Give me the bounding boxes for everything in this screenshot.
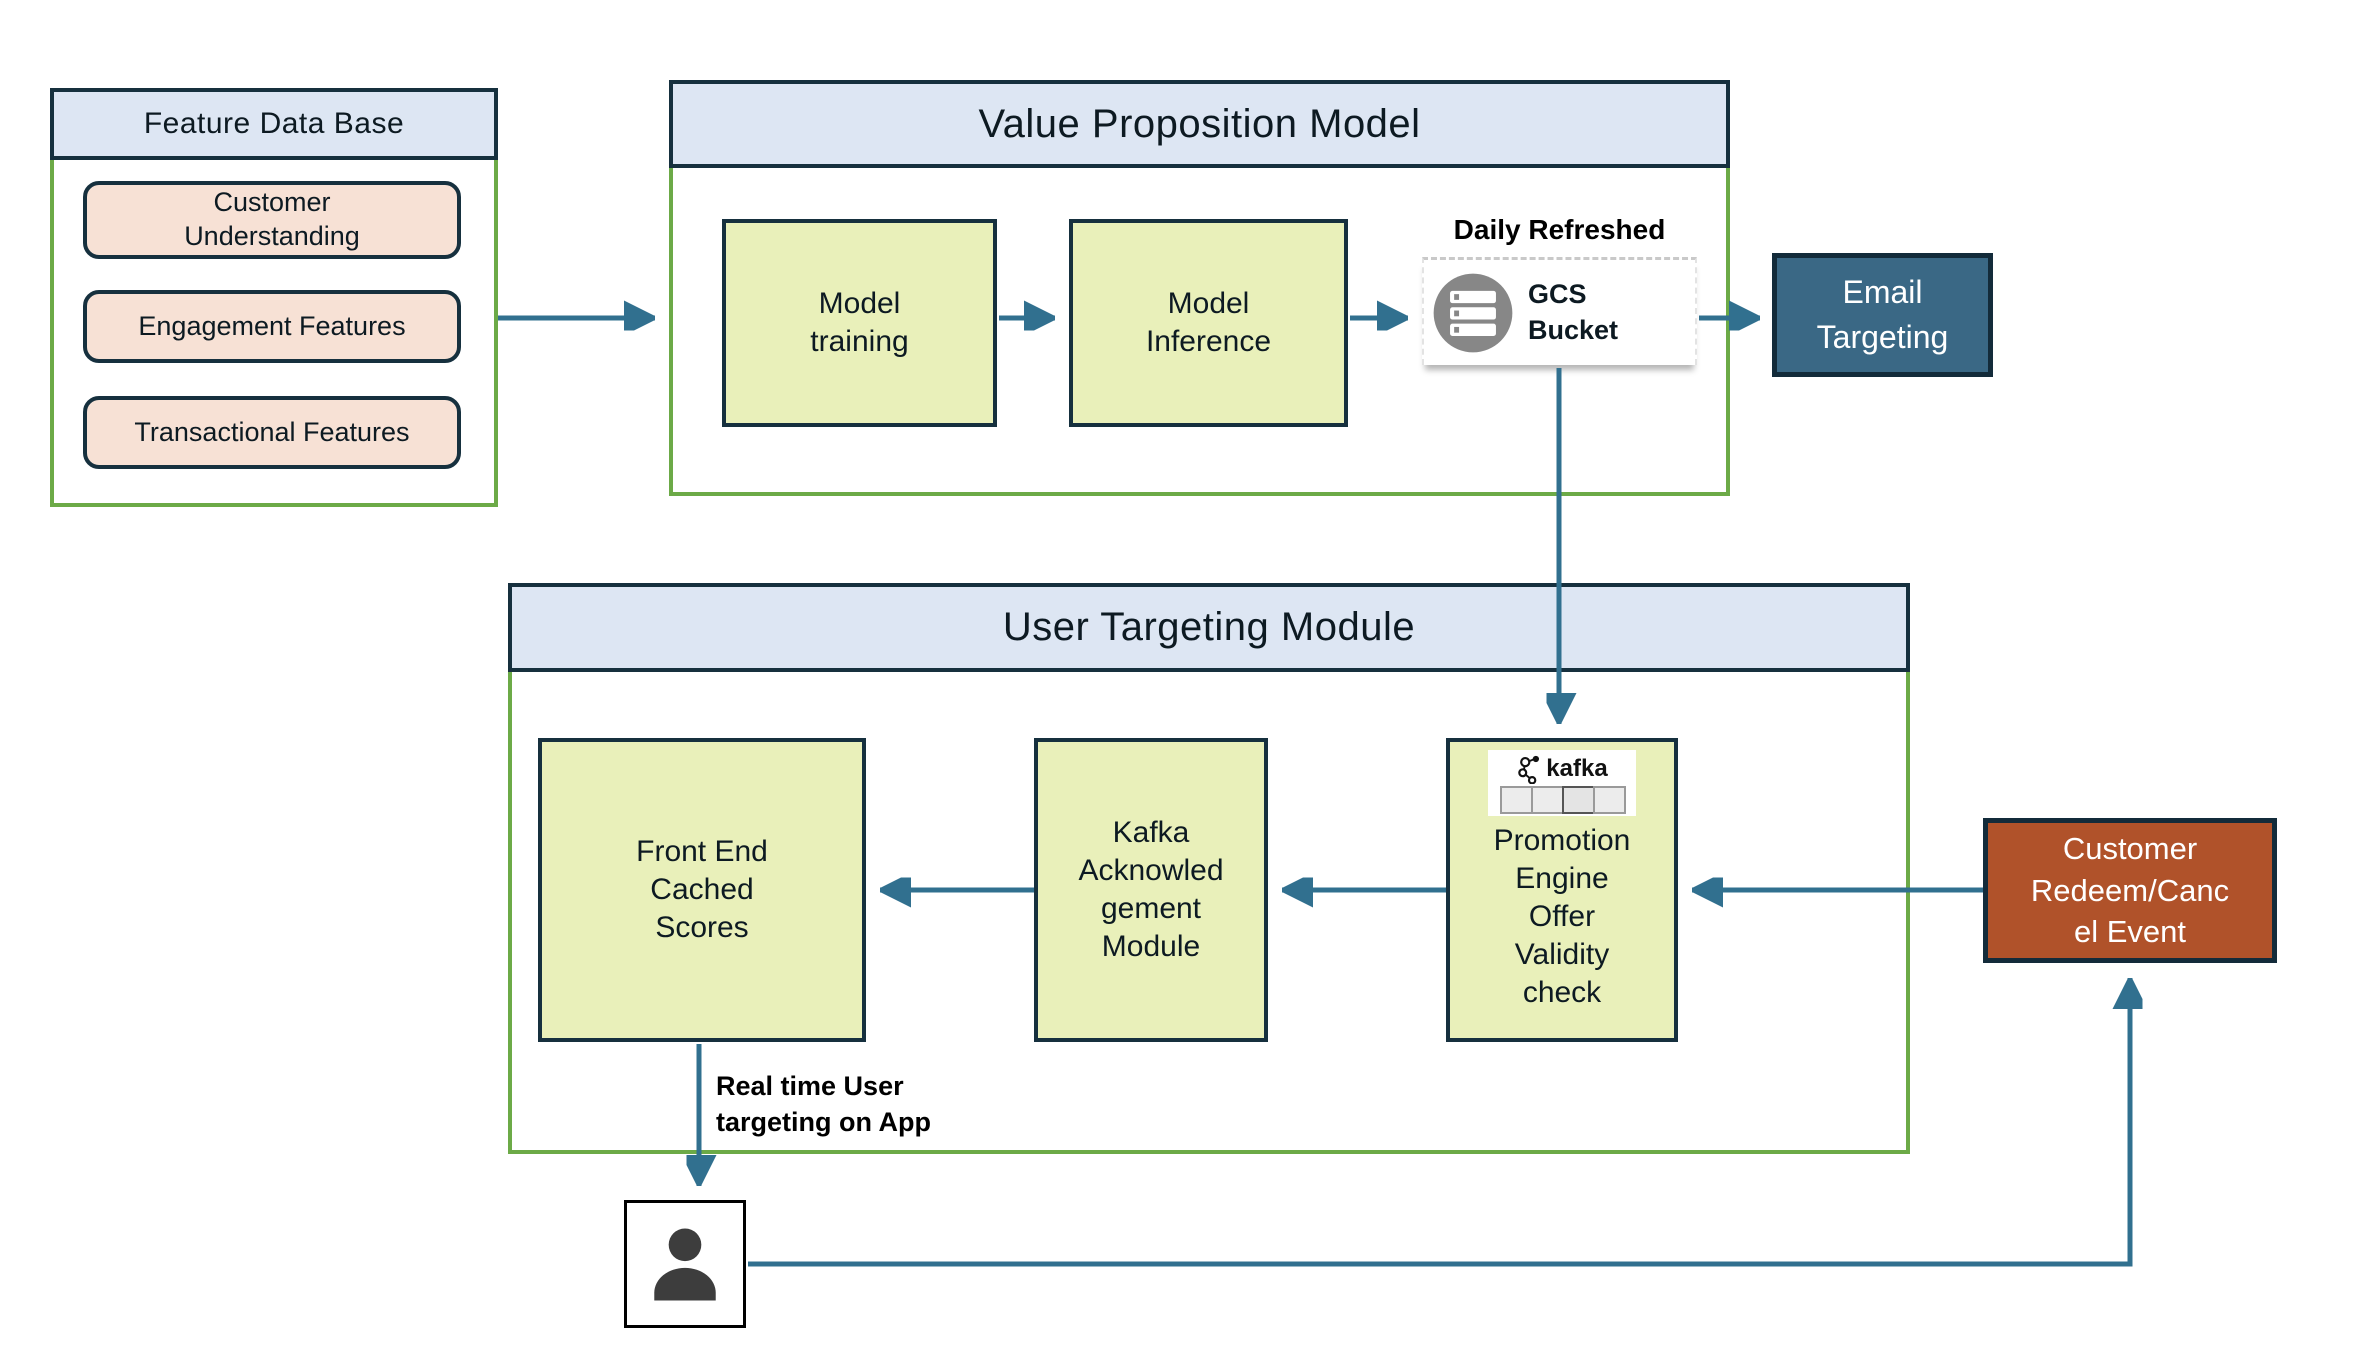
gcs-bucket-label: GCS Bucket bbox=[1528, 279, 1619, 345]
feature-item-transactional-features: Transactional Features bbox=[83, 396, 461, 469]
user-targeting-title: User Targeting Module bbox=[1002, 605, 1416, 649]
feature-db-title: Feature Data Base bbox=[143, 107, 405, 140]
server-stack-icon bbox=[1432, 272, 1514, 354]
feature-db-header: Feature Data Base bbox=[50, 88, 498, 160]
kafka-logo-icon bbox=[1516, 754, 1542, 784]
model-inference-label: Model bbox=[1167, 286, 1250, 320]
feature-item-label: Engagement Features bbox=[138, 310, 406, 341]
front-end-label: Scores bbox=[655, 911, 749, 945]
gcs-bucket-widget: GCS Bucket bbox=[1422, 257, 1697, 365]
model-training-label: training bbox=[810, 325, 909, 358]
promotion-label: check bbox=[1522, 976, 1602, 1010]
app-user-box bbox=[624, 1200, 746, 1328]
kafka-logo-badge: kafka bbox=[1488, 750, 1636, 816]
model-training-label: Model bbox=[818, 286, 901, 320]
kafka-ack-label: gement bbox=[1100, 892, 1202, 925]
model-inference-box: Model Inference bbox=[1069, 219, 1348, 427]
email-targeting-label: Email bbox=[1842, 274, 1923, 311]
promotion-engine-box: kafka Promotion Engine Offer Validity ch… bbox=[1446, 738, 1678, 1042]
promotion-label: Engine bbox=[1515, 862, 1609, 896]
promotion-label: Promotion bbox=[1493, 824, 1631, 857]
realtime-targeting-label: Real time User targeting on App bbox=[716, 1071, 931, 1138]
promotion-label: Validity bbox=[1514, 938, 1610, 972]
feature-item-engagement-features: Engagement Features bbox=[83, 290, 461, 363]
value-proposition-header: Value Proposition Model bbox=[669, 80, 1730, 168]
daily-refreshed-label: Daily Refreshed bbox=[1453, 214, 1666, 245]
customer-event-label: Customer bbox=[2062, 830, 2198, 866]
kafka-logo-word: kafka bbox=[1546, 755, 1608, 782]
user-targeting-header: User Targeting Module bbox=[508, 583, 1910, 672]
kafka-ack-label: Kafka bbox=[1112, 815, 1190, 849]
email-targeting-label: Targeting bbox=[1816, 319, 1949, 355]
kafka-ack-label: Acknowled bbox=[1078, 853, 1224, 887]
model-inference-label: Inference bbox=[1145, 325, 1272, 358]
customer-redeem-cancel-box: Customer Redeem/Canc el Event bbox=[1983, 818, 2277, 963]
front-end-label: Front End bbox=[636, 834, 768, 868]
front-end-cached-scores-box: Front End Cached Scores bbox=[538, 738, 866, 1042]
feature-item-label: Customer bbox=[213, 187, 331, 218]
feature-item-customer-understanding: Customer Understanding bbox=[83, 181, 461, 259]
feature-item-label: Understanding bbox=[184, 221, 360, 251]
email-targeting-box: Email Targeting bbox=[1772, 253, 1993, 377]
customer-event-label: Redeem/Canc bbox=[2030, 872, 2230, 908]
kafka-ack-label: Module bbox=[1101, 930, 1201, 964]
kafka-partition-cells bbox=[1500, 786, 1626, 814]
model-training-box: Model training bbox=[722, 219, 997, 427]
kafka-ack-module-box: Kafka Acknowled gement Module bbox=[1034, 738, 1268, 1042]
promotion-label: Offer bbox=[1528, 900, 1596, 934]
value-proposition-title: Value Proposition Model bbox=[978, 101, 1421, 146]
front-end-label: Cached bbox=[650, 872, 754, 906]
customer-event-label: el Event bbox=[2073, 914, 2186, 950]
person-icon bbox=[637, 1214, 733, 1314]
feature-item-label: Transactional Features bbox=[134, 416, 410, 447]
